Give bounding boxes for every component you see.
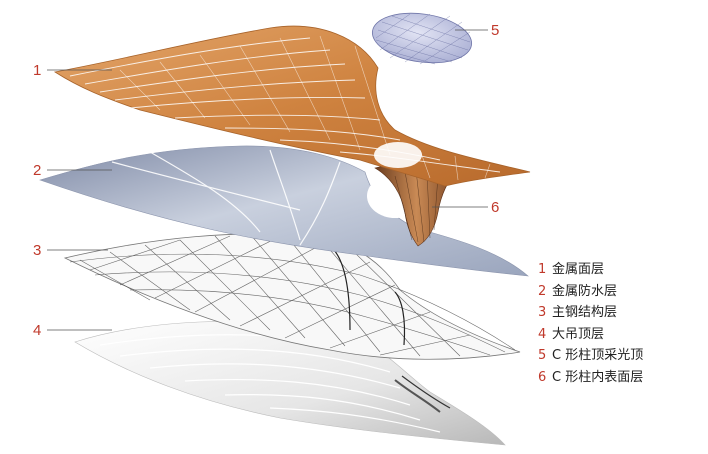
legend-item: 4 大吊顶层 [538,324,703,346]
legend-number: 1 [538,262,547,277]
legend-label: C 形柱顶采光顶 [552,348,644,363]
legend-number: 3 [538,305,547,320]
legend-item: 5 C 形柱顶采光顶 [538,345,703,367]
callout-number-2: 2 [33,162,41,179]
legend-label: 金属防水层 [552,283,618,299]
layer-5-skylight [371,12,473,65]
legend-label: 主钢结构层 [552,305,618,320]
legend-label: 金属面层 [552,262,605,277]
callout-number-4: 4 [33,322,41,339]
callout-lines [47,29,488,331]
callout-number-5: 5 [491,22,499,39]
callout-number-1: 1 [33,62,41,79]
legend-item: 6 C 形柱内表面层 [538,367,703,389]
callout-number-3: 3 [33,242,41,259]
callout-number-6: 6 [491,199,499,216]
legend-item: 2 金属防水层 [538,281,703,303]
legend-label: C 形柱内表面层 [552,369,644,385]
legend-number: 5 [538,348,547,363]
legend-number: 6 [538,369,547,385]
legend-number: 2 [538,283,547,299]
legend-label: 大吊顶层 [552,326,605,342]
legend-item: 3 主钢结构层 [538,302,703,324]
legend-item: 1 金属面层 [538,259,703,281]
layer-1-metal-surface [53,25,531,187]
legend-number: 4 [538,326,547,342]
legend: 1 金属面层 2 金属防水层 3 主钢结构层 4 大吊顶层 5 C 形柱顶采光顶 6 C 形… [538,259,703,388]
